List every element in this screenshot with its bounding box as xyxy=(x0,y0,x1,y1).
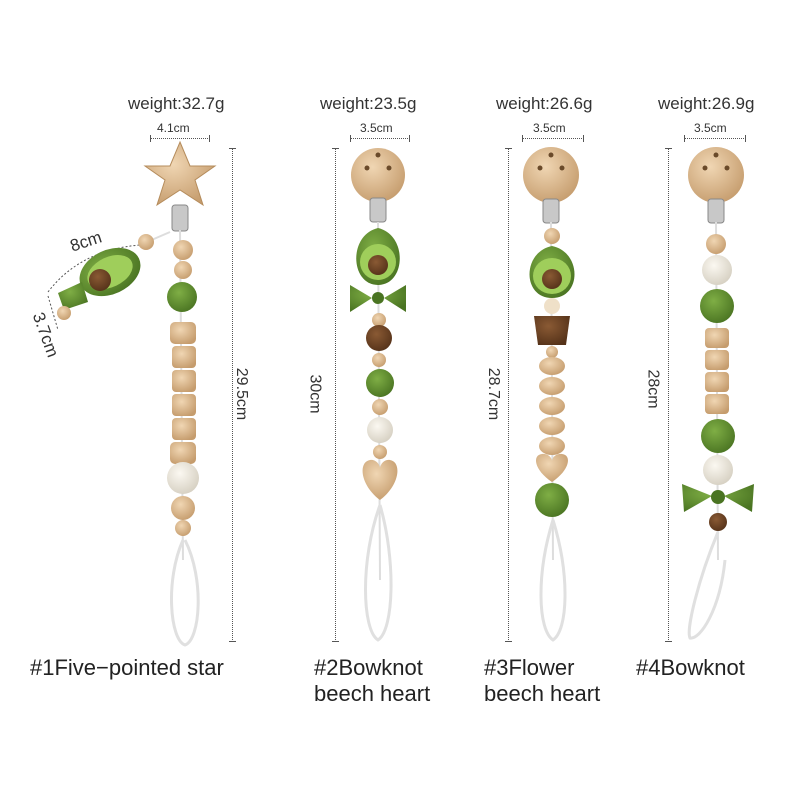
product-2-clip xyxy=(350,148,406,642)
caption: #1Five−pointed star xyxy=(30,655,224,681)
product-4-clip xyxy=(682,147,754,640)
caption-line: #2Bowknot xyxy=(314,655,423,680)
caption-line: #1Five−pointed star xyxy=(30,655,224,680)
weight-label: weight:26.6g xyxy=(496,94,593,113)
weight-label: weight:26.9g xyxy=(658,94,755,113)
width-label: 3.5cm xyxy=(694,121,727,135)
caption: #2Bowknot beech heart xyxy=(314,655,430,707)
caption-line: beech heart xyxy=(314,681,431,706)
width-label: 3.5cm xyxy=(533,121,566,135)
height-dimension-line xyxy=(665,148,672,642)
caption: #3Flower beech heart xyxy=(484,655,600,707)
height-dimension-line xyxy=(505,148,512,642)
width-dimension-line xyxy=(684,135,746,142)
width-dimension-line xyxy=(150,135,210,142)
weight-label: weight:23.5g xyxy=(320,94,417,113)
height-dimension-line xyxy=(332,148,339,642)
product-3-clip xyxy=(523,147,579,642)
caption-line: beech heart xyxy=(484,681,601,706)
height-dimension-line xyxy=(229,148,236,642)
weight-label: weight:32.7g xyxy=(128,94,225,113)
width-dimension-line xyxy=(350,135,410,142)
caption-line: #3Flower xyxy=(484,655,575,680)
product-1-clip xyxy=(57,140,217,647)
caption: #4Bowknot xyxy=(636,655,745,681)
width-dimension-line xyxy=(522,135,584,142)
width-label: 4.1cm xyxy=(157,121,190,135)
thickness-guide-line xyxy=(47,295,59,331)
caption-line: #4Bowknot xyxy=(636,655,745,680)
width-label: 3.5cm xyxy=(360,121,393,135)
